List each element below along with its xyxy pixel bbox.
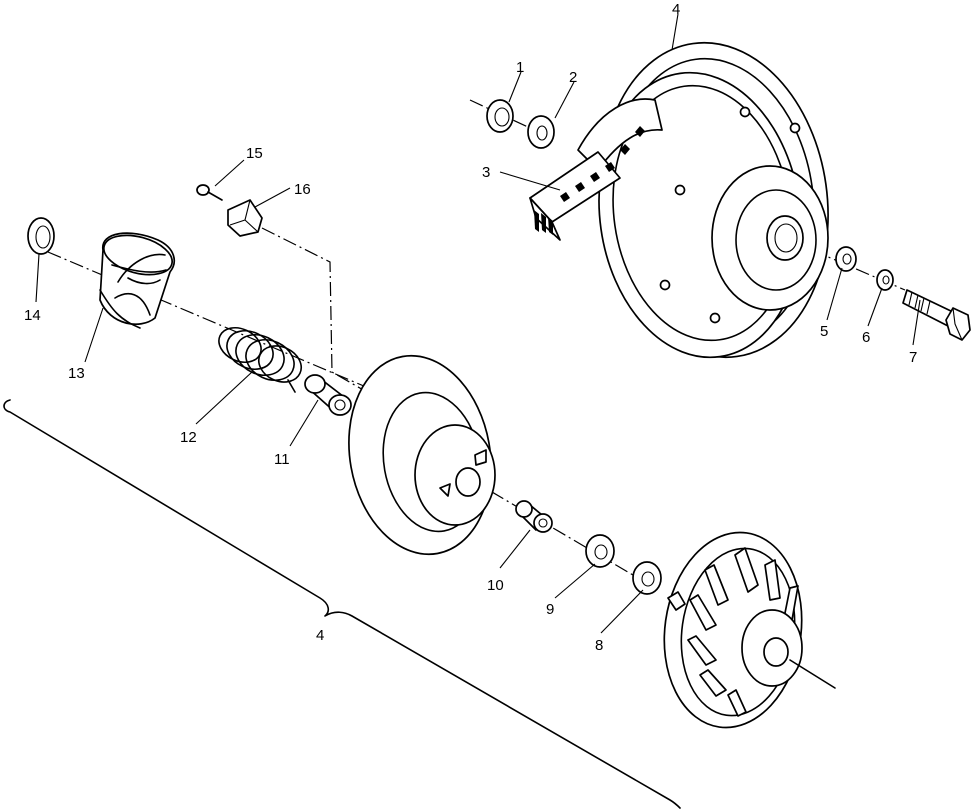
washer-5: [835, 246, 857, 272]
bushing-11: [304, 374, 352, 416]
cam-button-16: [227, 199, 263, 237]
callout-14: 14: [24, 307, 41, 324]
screw-15: [196, 184, 223, 201]
drive-clutch-assembly: [598, 41, 829, 359]
washer-8: [632, 561, 662, 595]
washer-2: [527, 115, 555, 149]
callout-6: 6: [862, 329, 870, 346]
callout-15: 15: [246, 145, 263, 162]
callout-1: 1: [516, 59, 524, 76]
fixed-sheave: [663, 531, 836, 729]
washer-9: [585, 534, 615, 568]
callout-11: 11: [274, 451, 290, 468]
callout-9: 9: [546, 601, 554, 618]
callout-8: 8: [595, 637, 603, 654]
callout-labels: 1 2 3 4 5 6 7 8 9 10 11 12 13 14 15 16 4: [24, 1, 917, 654]
callout-3: 3: [482, 164, 490, 181]
callout-13: 13: [68, 365, 85, 382]
assembly-bracket: [3, 399, 681, 809]
washer-1: [486, 99, 514, 133]
drive-belt: [529, 98, 663, 241]
bolt-7: [902, 289, 971, 341]
callout-16: 16: [294, 181, 311, 198]
callout-7: 7: [909, 349, 917, 366]
callout-5: 5: [820, 323, 828, 340]
callout-4-bracket: 4: [316, 627, 324, 644]
snap-ring-14: [27, 217, 55, 255]
moveable-sheave: [348, 354, 496, 556]
belt-cogs: [534, 126, 645, 235]
callout-10: 10: [487, 577, 504, 594]
bushing-10: [515, 500, 553, 533]
spring-12: [218, 326, 302, 393]
callout-12: 12: [180, 429, 197, 446]
cooling-fins: [687, 547, 799, 717]
helix-cam-13: [99, 232, 176, 329]
callout-4-top: 4: [672, 1, 680, 18]
lock-washer-6: [876, 269, 894, 291]
callout-2: 2: [569, 69, 577, 86]
leader-lines: [35, 13, 921, 634]
